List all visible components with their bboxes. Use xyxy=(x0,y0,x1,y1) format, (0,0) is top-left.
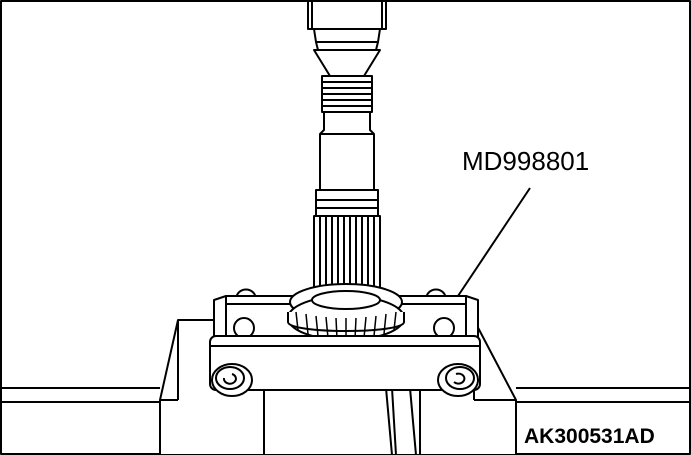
workbench xyxy=(1,387,690,403)
bolt-left xyxy=(211,363,253,397)
shaft-threads xyxy=(321,75,373,113)
bearing xyxy=(287,283,405,341)
tool-front-plate xyxy=(209,335,481,397)
tool-callout-label: MD998801 xyxy=(462,146,590,176)
shaft xyxy=(315,111,379,217)
press-ram xyxy=(307,0,387,77)
callout-leader-line xyxy=(457,187,531,297)
bolt-right xyxy=(437,363,479,397)
figure-code: AK300531AD xyxy=(524,425,655,448)
shaft-splines xyxy=(313,215,381,295)
